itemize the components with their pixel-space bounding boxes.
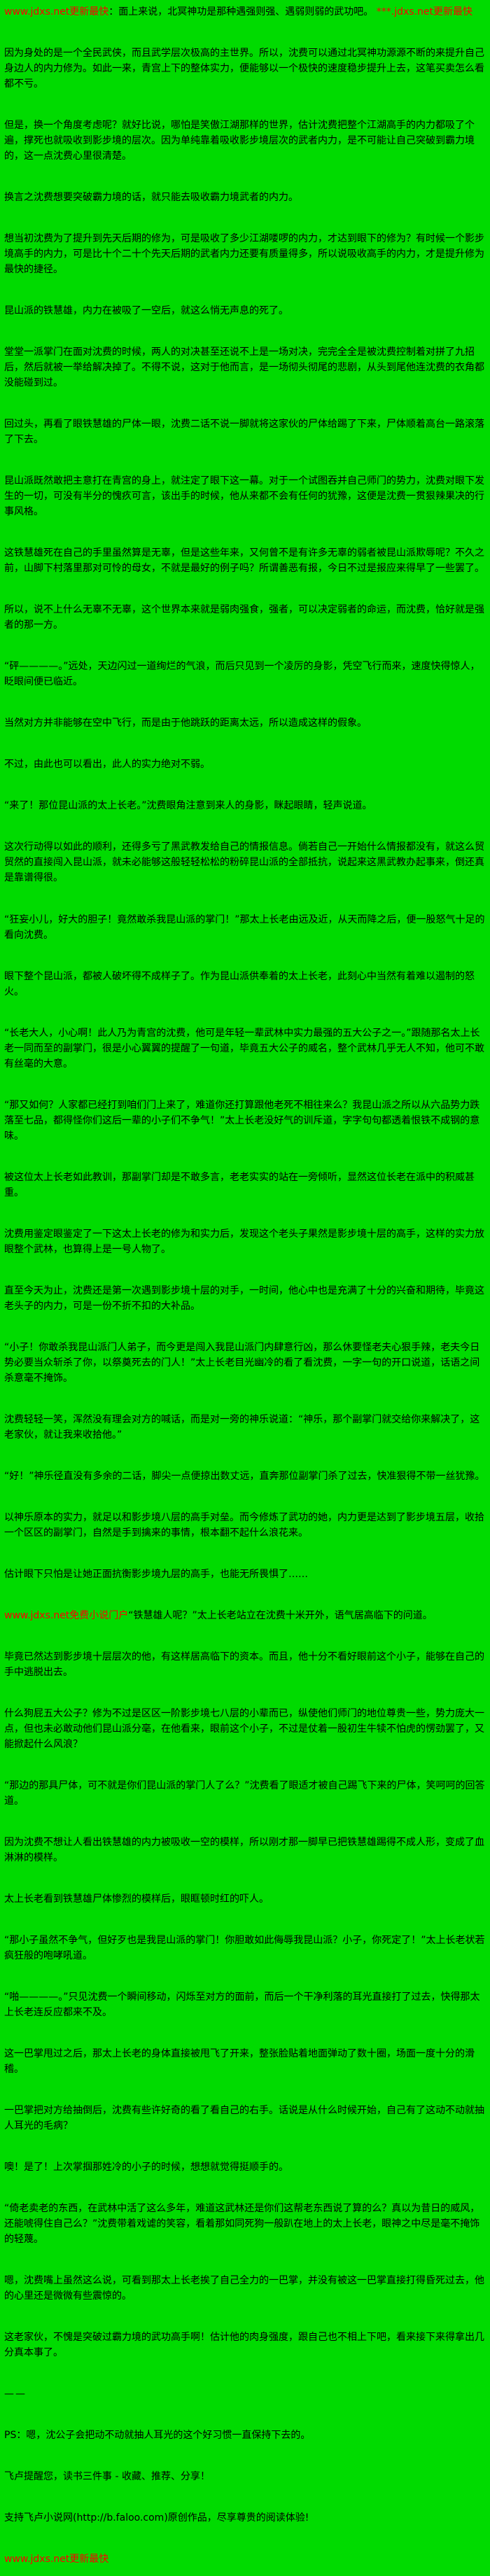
novel-paragraph: 估计眼下只怕是让她正面抗衡影步境九层的高手，也能无所畏惧了…… bbox=[4, 1567, 487, 1582]
paragraph-text: 被这位太上长老如此教训，那副掌门却是不敢多言，老老实实的站在一旁倾听，显然这位长… bbox=[4, 1171, 475, 1198]
novel-paragraph: “啪————。”只见沈费一个瞬间移动，闪烁至对方的面前，而后一个干净利落的耳光直… bbox=[4, 1989, 487, 2020]
paragraph-text: 因为身处的是一个全民武侠，而且武学层次极高的主世界。所以，沈费可以通过北冥神功源… bbox=[4, 48, 484, 90]
novel-paragraph: 一巴掌把对方给抽倒后，沈费有些许好奇的看了看自己的右手。话说是从什么时候开始，自… bbox=[4, 2103, 487, 2134]
paragraph-text: “狂妄小儿，好大的胆子！竟然敢杀我昆山派的掌门！”那太上长老由远及近，从天而降之… bbox=[4, 913, 485, 941]
paragraph-text: ：面上来说，北冥神功是那种遇强则强、遇弱则弱的武功吧。 bbox=[108, 6, 374, 18]
faloo-reminder: 飞卢提醒您，读书三件事 - 收藏、推荐、分享！ bbox=[4, 2469, 487, 2484]
novel-paragraph: 被这位太上长老如此教训，那副掌门却是不敢多言，老老实实的站在一旁倾听，显然这位长… bbox=[4, 1170, 487, 1200]
paragraph-text: 飞卢提醒您，读书三件事 - 收藏、推荐、分享！ bbox=[4, 2471, 210, 2483]
novel-paragraph: “那又如何？人家都已经打到咱们门上来了，难道你还打算跟他老死不相往来么？我昆山派… bbox=[4, 1098, 487, 1144]
novel-paragraph: 以神乐原本的实力，就足以和影步境八层的高手对垒。而今修炼了武功的她，内力更是达到… bbox=[4, 1510, 487, 1541]
watermark-text: www.jdxs.net更新最快 bbox=[4, 6, 109, 18]
paragraph-text: 什么狗屁五大公子？修为不过是区区一阶影步境七八层的小辈而已，纵使他们师门的地位尊… bbox=[4, 1707, 484, 1750]
novel-paragraph: 堂堂一派掌门在面对沈费的时候，两人的对决甚至还说不上是一场对决，完完全全是被沈费… bbox=[4, 344, 487, 391]
novel-paragraph: “长老大人，小心啊！此人乃为青宫的沈费，他可是年轻一辈武林中实力最强的五大公子之… bbox=[4, 1026, 487, 1072]
novel-paragraph: 昆山派的铁慧雄，内力在被吸了一空后，就这么悄无声息的死了。 bbox=[4, 303, 487, 318]
novel-paragraph: 嗯，沈费嘴上虽然这么说，可看到那太上长老挨了自己全力的一巴掌，并没有被这一巴掌直… bbox=[4, 2273, 487, 2304]
watermark-text: www.jdxs.net免费小说门户 bbox=[4, 1609, 129, 1621]
novel-paragraph: 太上长老看到铁慧雄尸体惨烈的模样后，眼眶顿时红的吓人。 bbox=[4, 1891, 487, 1907]
paragraph-text: 回过头，再看了眼铁慧雄的尸体一眼，沈费二话不说一脚就将这家伙的尸体给踢了下来，尸… bbox=[4, 419, 484, 446]
paragraph-text: “那又如何？人家都已经打到咱们门上来了，难道你还打算跟他老死不相往来么？我昆山派… bbox=[4, 1099, 480, 1142]
paragraph-text: 这铁慧雄死在自己的手里虽然算是无辜，但是这些年来，又何曾不是有许多无辜的弱者被昆… bbox=[4, 547, 484, 575]
paragraph-text: 因为沈费不想让人看出铁慧雄的内力被吸收一空的模样，所以刚才那一脚早已把铁慧雄踢得… bbox=[4, 1837, 484, 1863]
paragraph-text: —— bbox=[4, 2388, 27, 2400]
novel-paragraph: “小子！你敢杀我昆山派门人弟子，而今更是闯入我昆山派门内肆意行凶，那么休要怪老夫… bbox=[4, 1340, 487, 1386]
paragraph-text: “长老大人，小心啊！此人乃为青宫的沈费，他可是年轻一辈武林中实力最强的五大公子之… bbox=[4, 1027, 484, 1070]
novel-paragraph: 这一巴掌甩过之后，那太上长老的身体直接被甩飞了开来，整张脸贴着地面弹动了数十圈，… bbox=[4, 2046, 487, 2077]
novel-paragraph: 但是，换一个角度考虑呢？就好比说，哪怕是笑傲江湖那样的世界，估计沈费把整个江湖高… bbox=[4, 118, 487, 164]
paragraph-text: 嗯，沈费嘴上虽然这么说，可看到那太上长老挨了自己全力的一巴掌，并没有被这一巴掌直… bbox=[4, 2275, 484, 2302]
paragraph-text: 昆山派既然敢把主意打在青宫的身上，就注定了眼下这一幕。对于一个试图吞并自己师门的… bbox=[4, 475, 484, 518]
paragraph-text: PS：嗯，沈公子会把动不动就抽人耳光的这个好习惯一直保持下去的。 bbox=[4, 2430, 311, 2442]
paragraph-text: “来了！那位昆山派的太上长老。”沈费眼角注意到来人的身影，眯起眼睛，轻声说道。 bbox=[4, 800, 372, 812]
paragraph-text: 以神乐原本的实力，就足以和影步境八层的高手对垒。而今修炼了武功的她，内力更是达到… bbox=[4, 1511, 484, 1539]
novel-paragraph: 眼下整个昆山派，都被人破坏得不成样子了。作为昆山派供奉着的太上长老，此刻心中当然… bbox=[4, 969, 487, 1000]
paragraph-text: 眼下整个昆山派，都被人破坏得不成样子了。作为昆山派供奉着的太上长老，此刻心中当然… bbox=[4, 970, 475, 997]
paragraph-text: 换言之沈费想要突破霸力境的话，就只能去吸收霸力境武者的内力。 bbox=[4, 192, 298, 204]
novel-paragraph: 这老家伙，不愧是突破过霸力境的武功高手啊！估计他的肉身强度，跟自己也不相上下吧，… bbox=[4, 2330, 487, 2360]
paragraph-text: 堂堂一派掌门在面对沈费的时候，两人的对决甚至还说不上是一场对决，完完全全是被沈费… bbox=[4, 346, 484, 389]
paragraph-text: 但是，换一个角度考虑呢？就好比说，哪怕是笑傲江湖那样的世界，估计沈费把整个江湖高… bbox=[4, 120, 475, 162]
paragraph-text: 沈费轻轻一笑，浑然没有理会对方的喊话，而是对一旁的神乐说道：“神乐，那个副掌门就… bbox=[4, 1413, 480, 1441]
novel-paragraph: 毕竟已然达到影步境十层层次的他，有这样居高临下的资本。而且，他十分不看好眼前这个… bbox=[4, 1649, 487, 1680]
novel-paragraph: 沈费用鉴定眼鉴定了一下这太上长老的修为和实力后，发现这个老头子果然是影步境十层的… bbox=[4, 1226, 487, 1257]
scene-break: —— bbox=[4, 2386, 487, 2402]
paragraph-text: 所以，说不上什么无辜不无辜，这个世界本来就是弱肉强食，强者，可以决定弱者的命运，… bbox=[4, 604, 484, 631]
watermark-text: www.jdxs.net更新最快 bbox=[4, 2554, 109, 2566]
novel-paragraph: 因为沈费不想让人看出铁慧雄的内力被吸收一空的模样，所以刚才那一脚早已把铁慧雄踢得… bbox=[4, 1835, 487, 1865]
mid-watermark-line: www.jdxs.net免费小说门户“铁慧雄人呢？”太上长老站立在沈费十米开外，… bbox=[4, 1608, 487, 1623]
novel-paragraph: 换言之沈费想要突破霸力境的话，就只能去吸收霸力境武者的内力。 bbox=[4, 190, 487, 205]
paragraph-text: “那小子虽然不争气，但好歹也是我昆山派的掌门！你胆敢如此侮辱我昆山派？小子，你死… bbox=[4, 1935, 485, 1962]
paragraph-text: “铁慧雄人呢？”太上长老站立在沈费十米开外，语气居高临下的问道。 bbox=[128, 1609, 433, 1621]
bottom-watermark-line: www.jdxs.net更新最快 bbox=[4, 2552, 487, 2567]
paragraph-text: 直至今天为止，沈费还是第一次遇到影步境十层的对手，一时间，他心中也是充满了十分的… bbox=[4, 1284, 484, 1312]
paragraph-text: 这次行动得以如此的顺利，还得多亏了黑武教发给自己的情报信息。倘若自己一开始什么情… bbox=[4, 841, 484, 884]
paragraph-text: 支持飞卢小说网(http://b.faloo.com)原创作品，尽享尊贵的阅读体… bbox=[4, 2512, 309, 2524]
novel-paragraph: “那小子虽然不争气，但好歹也是我昆山派的掌门！你胆敢如此侮辱我昆山派？小子，你死… bbox=[4, 1933, 487, 1963]
paragraph-text: 这老家伙，不愧是突破过霸力境的武功高手啊！估计他的肉身强度，跟自己也不相上下吧，… bbox=[4, 2332, 484, 2359]
watermark-text: ***.jdxs.net更新最快 bbox=[373, 6, 472, 18]
paragraph-text: “砰————。”远处，天边闪过一道绚烂的气浪，而后只见到一个凌厉的身影，凭空飞行… bbox=[4, 661, 480, 688]
novel-paragraph: “倚老卖老的东西，在武林中活了这么多年，难道这武林还是你们这帮老东西说了算的么？… bbox=[4, 2201, 487, 2247]
paragraph-text: “那边的那具尸体，可不就是你们昆山派的掌门人了么？”沈费看了眼适才被自己踢飞下来… bbox=[4, 1779, 485, 1807]
novel-paragraph: “好！”神乐径直没有多余的二话，脚尖一点便掠出数丈远，直奔那位副掌门杀了过去，快… bbox=[4, 1469, 487, 1484]
novel-paragraph: 直至今天为止，沈费还是第一次遇到影步境十层的对手，一时间，他心中也是充满了十分的… bbox=[4, 1283, 487, 1314]
paragraph-text: 沈费用鉴定眼鉴定了一下这太上长老的修为和实力后，发现这个老头子果然是影步境十层的… bbox=[4, 1228, 484, 1255]
novel-paragraph: 沈费轻轻一笑，浑然没有理会对方的喊话，而是对一旁的神乐说道：“神乐，那个副掌门就… bbox=[4, 1412, 487, 1443]
paragraph-text: 当然对方并非能够在空中飞行，而是由于他跳跃的距离太远，所以造成这样的假象。 bbox=[4, 718, 367, 729]
paragraph-text: “好！”神乐径直没有多余的二话，脚尖一点便掠出数丈远，直奔那位副掌门杀了过去，快… bbox=[4, 1470, 485, 1482]
novel-paragraph: 不过，由此也可以看出，此人的实力绝对不弱。 bbox=[4, 757, 487, 772]
novel-paragraph: 昆山派既然敢把主意打在青宫的身上，就注定了眼下这一幕。对于一个试图吞并自己师门的… bbox=[4, 473, 487, 519]
novel-paragraph: 这次行动得以如此的顺利，还得多亏了黑武教发给自己的情报信息。倘若自己一开始什么情… bbox=[4, 839, 487, 886]
novel-paragraph: “狂妄小儿，好大的胆子！竟然敢杀我昆山派的掌门！”那太上长老由远及近，从天而降之… bbox=[4, 912, 487, 943]
faloo-support: 支持飞卢小说网(http://b.faloo.com)原创作品，尽享尊贵的阅读体… bbox=[4, 2510, 487, 2526]
novel-paragraph: 这铁慧雄死在自己的手里虽然算是无辜，但是这些年来，又何曾不是有许多无辜的弱者被昆… bbox=[4, 545, 487, 576]
paragraph-text: “啪————。”只见沈费一个瞬间移动，闪烁至对方的面前，而后一个干净利落的耳光直… bbox=[4, 1991, 480, 2019]
novel-paragraph: “来了！那位昆山派的太上长老。”沈费眼角注意到来人的身影，眯起眼睛，轻声说道。 bbox=[4, 798, 487, 813]
paragraph-text: 估计眼下只怕是让她正面抗衡影步境九层的高手，也能无所畏惧了…… bbox=[4, 1568, 308, 1580]
novel-paragraph: 什么狗屁五大公子？修为不过是区区一阶影步境七八层的小辈而已，纵使他们师门的地位尊… bbox=[4, 1706, 487, 1752]
novel-paragraph: “那边的那具尸体，可不就是你们昆山派的掌门人了么？”沈费看了眼适才被自己踢飞下来… bbox=[4, 1778, 487, 1809]
novel-paragraph: “砰————。”远处，天边闪过一道绚烂的气浪，而后只见到一个凌厉的身影，凭空飞行… bbox=[4, 659, 487, 690]
novel-paragraph: 想当初沈费为了提升到先天后期的修为，可是吸收了多少江湖喽啰的内力，才达到眼下的修… bbox=[4, 231, 487, 277]
paragraph-text: “小子！你敢杀我昆山派门人弟子，而今更是闯入我昆山派门内肆意行凶，那么休要怪老夫… bbox=[4, 1341, 480, 1384]
novel-paragraph: 回过头，再看了眼铁慧雄的尸体一眼，沈费二话不说一脚就将这家伙的尸体给踢了下来，尸… bbox=[4, 416, 487, 447]
novel-paragraph: 所以，说不上什么无辜不无辜，这个世界本来就是弱肉强食，强者，可以决定弱者的命运，… bbox=[4, 602, 487, 633]
paragraph-text: 噢！是了！上次掌掴那姓冷的小子的时候，想想就觉得挺顺手的。 bbox=[4, 2162, 288, 2174]
paragraph-text: 昆山派的铁慧雄，内力在被吸了一空后，就这么悄无声息的死了。 bbox=[4, 305, 288, 317]
ps-note: PS：嗯，沈公子会把动不动就抽人耳光的这个好习惯一直保持下去的。 bbox=[4, 2428, 487, 2443]
paragraph-text: 一巴掌把对方给抽倒后，沈费有些许好奇的看了看自己的右手。话说是从什么时候开始，自… bbox=[4, 2105, 484, 2132]
paragraph-text: “倚老卖老的东西，在武林中活了这么多年，难道这武林还是你们这帮老东西说了算的么？… bbox=[4, 2203, 480, 2246]
paragraph-text: 这一巴掌甩过之后，那太上长老的身体直接被甩飞了开来，整张脸贴着地面弹动了数十圈，… bbox=[4, 2048, 475, 2076]
novel-paragraph: 因为身处的是一个全民武侠，而且武学层次极高的主世界。所以，沈费可以通过北冥神功源… bbox=[4, 46, 487, 92]
paragraph-text: 太上长老看到铁慧雄尸体惨烈的模样后，眼眶顿时红的吓人。 bbox=[4, 1893, 269, 1905]
paragraph-text: 毕竟已然达到影步境十层层次的他，有这样居高临下的资本。而且，他十分不看好眼前这个… bbox=[4, 1651, 484, 1678]
paragraph-text: 不过，由此也可以看出，此人的实力绝对不弱。 bbox=[4, 759, 210, 771]
novel-paragraph: 噢！是了！上次掌掴那姓冷的小子的时候，想想就觉得挺顺手的。 bbox=[4, 2160, 487, 2175]
top-watermark-line: www.jdxs.net更新最快：面上来说，北冥神功是那种遇强则强、遇弱则弱的武… bbox=[4, 4, 487, 20]
novel-paragraph: 当然对方并非能够在空中飞行，而是由于他跳跃的距离太远，所以造成这样的假象。 bbox=[4, 715, 487, 731]
paragraph-text: 想当初沈费为了提升到先天后期的修为，可是吸收了多少江湖喽啰的内力，才达到眼下的修… bbox=[4, 233, 484, 276]
